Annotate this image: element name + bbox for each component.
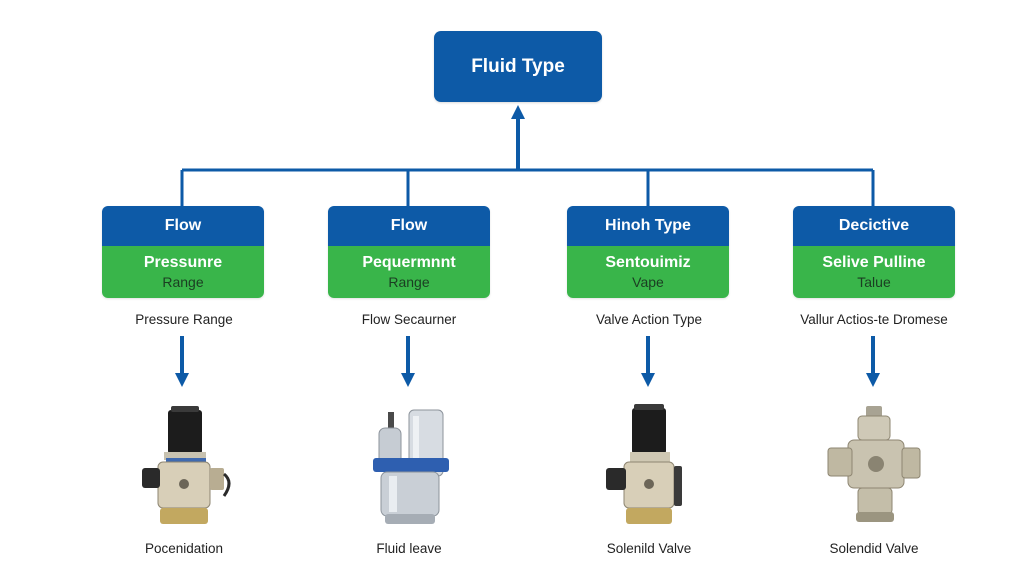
branch-card-band: Pressunre Range: [102, 246, 264, 298]
branch-detail: Range: [162, 274, 204, 290]
branch-title: Flow: [164, 217, 202, 234]
root-label: Fluid Type: [471, 55, 565, 77]
branch-detail: Range: [388, 274, 430, 290]
branch-caption-1: Pressure Range: [135, 312, 233, 327]
branch-card-3: Hinoh Type Sentouimiz Vape: [567, 206, 729, 298]
solenoid-valve-icon: [606, 404, 682, 524]
branch-subtitle: Sentouimiz: [605, 254, 691, 271]
product-label-2: Fluid leave: [376, 541, 442, 556]
branch-card-header: Flow: [328, 206, 490, 246]
product-label-3: Solenild Valve: [606, 541, 692, 556]
branch-card-header: Decictive: [793, 206, 955, 246]
branch-title: Flow: [390, 217, 428, 234]
brass-valve-icon: [827, 406, 921, 522]
branch-card-band: Selive Pulline Talue: [793, 246, 955, 298]
branch-subtitle: Pequermnnt: [362, 254, 456, 271]
branch-title: Decictive: [838, 217, 910, 234]
branch-subtitle: Pressunre: [143, 254, 223, 271]
branch-card-header: Hinoh Type: [567, 206, 729, 246]
branch-caption-2: Flow Secaurner: [361, 312, 457, 327]
product-label-4: Solendid Valve: [829, 541, 919, 556]
branch-subtitle: Selive Pulline: [822, 254, 926, 271]
branch-card-band: Sentouimiz Vape: [567, 246, 729, 298]
branch-card-band: Pequermnnt Range: [328, 246, 490, 298]
branch-detail: Talue: [857, 274, 891, 290]
product-label-1: Pocenidation: [144, 541, 224, 556]
branch-card-1: Flow Pressunre Range: [102, 206, 264, 298]
cylinder-valve-icon: [373, 409, 449, 524]
branch-caption-3: Valve Action Type: [595, 312, 703, 327]
branch-detail: Vape: [632, 274, 664, 290]
branch-caption-4: Vallur Actios-te Dromese: [800, 312, 948, 327]
branch-card-header: Flow: [102, 206, 264, 246]
root-node: Fluid Type: [434, 31, 602, 102]
branch-card-2: Flow Pequermnnt Range: [328, 206, 490, 298]
branch-title: Hinoh Type: [605, 217, 691, 234]
solenoid-valve-icon: [142, 406, 231, 524]
branch-card-4: Decictive Selive Pulline Talue: [793, 206, 955, 298]
